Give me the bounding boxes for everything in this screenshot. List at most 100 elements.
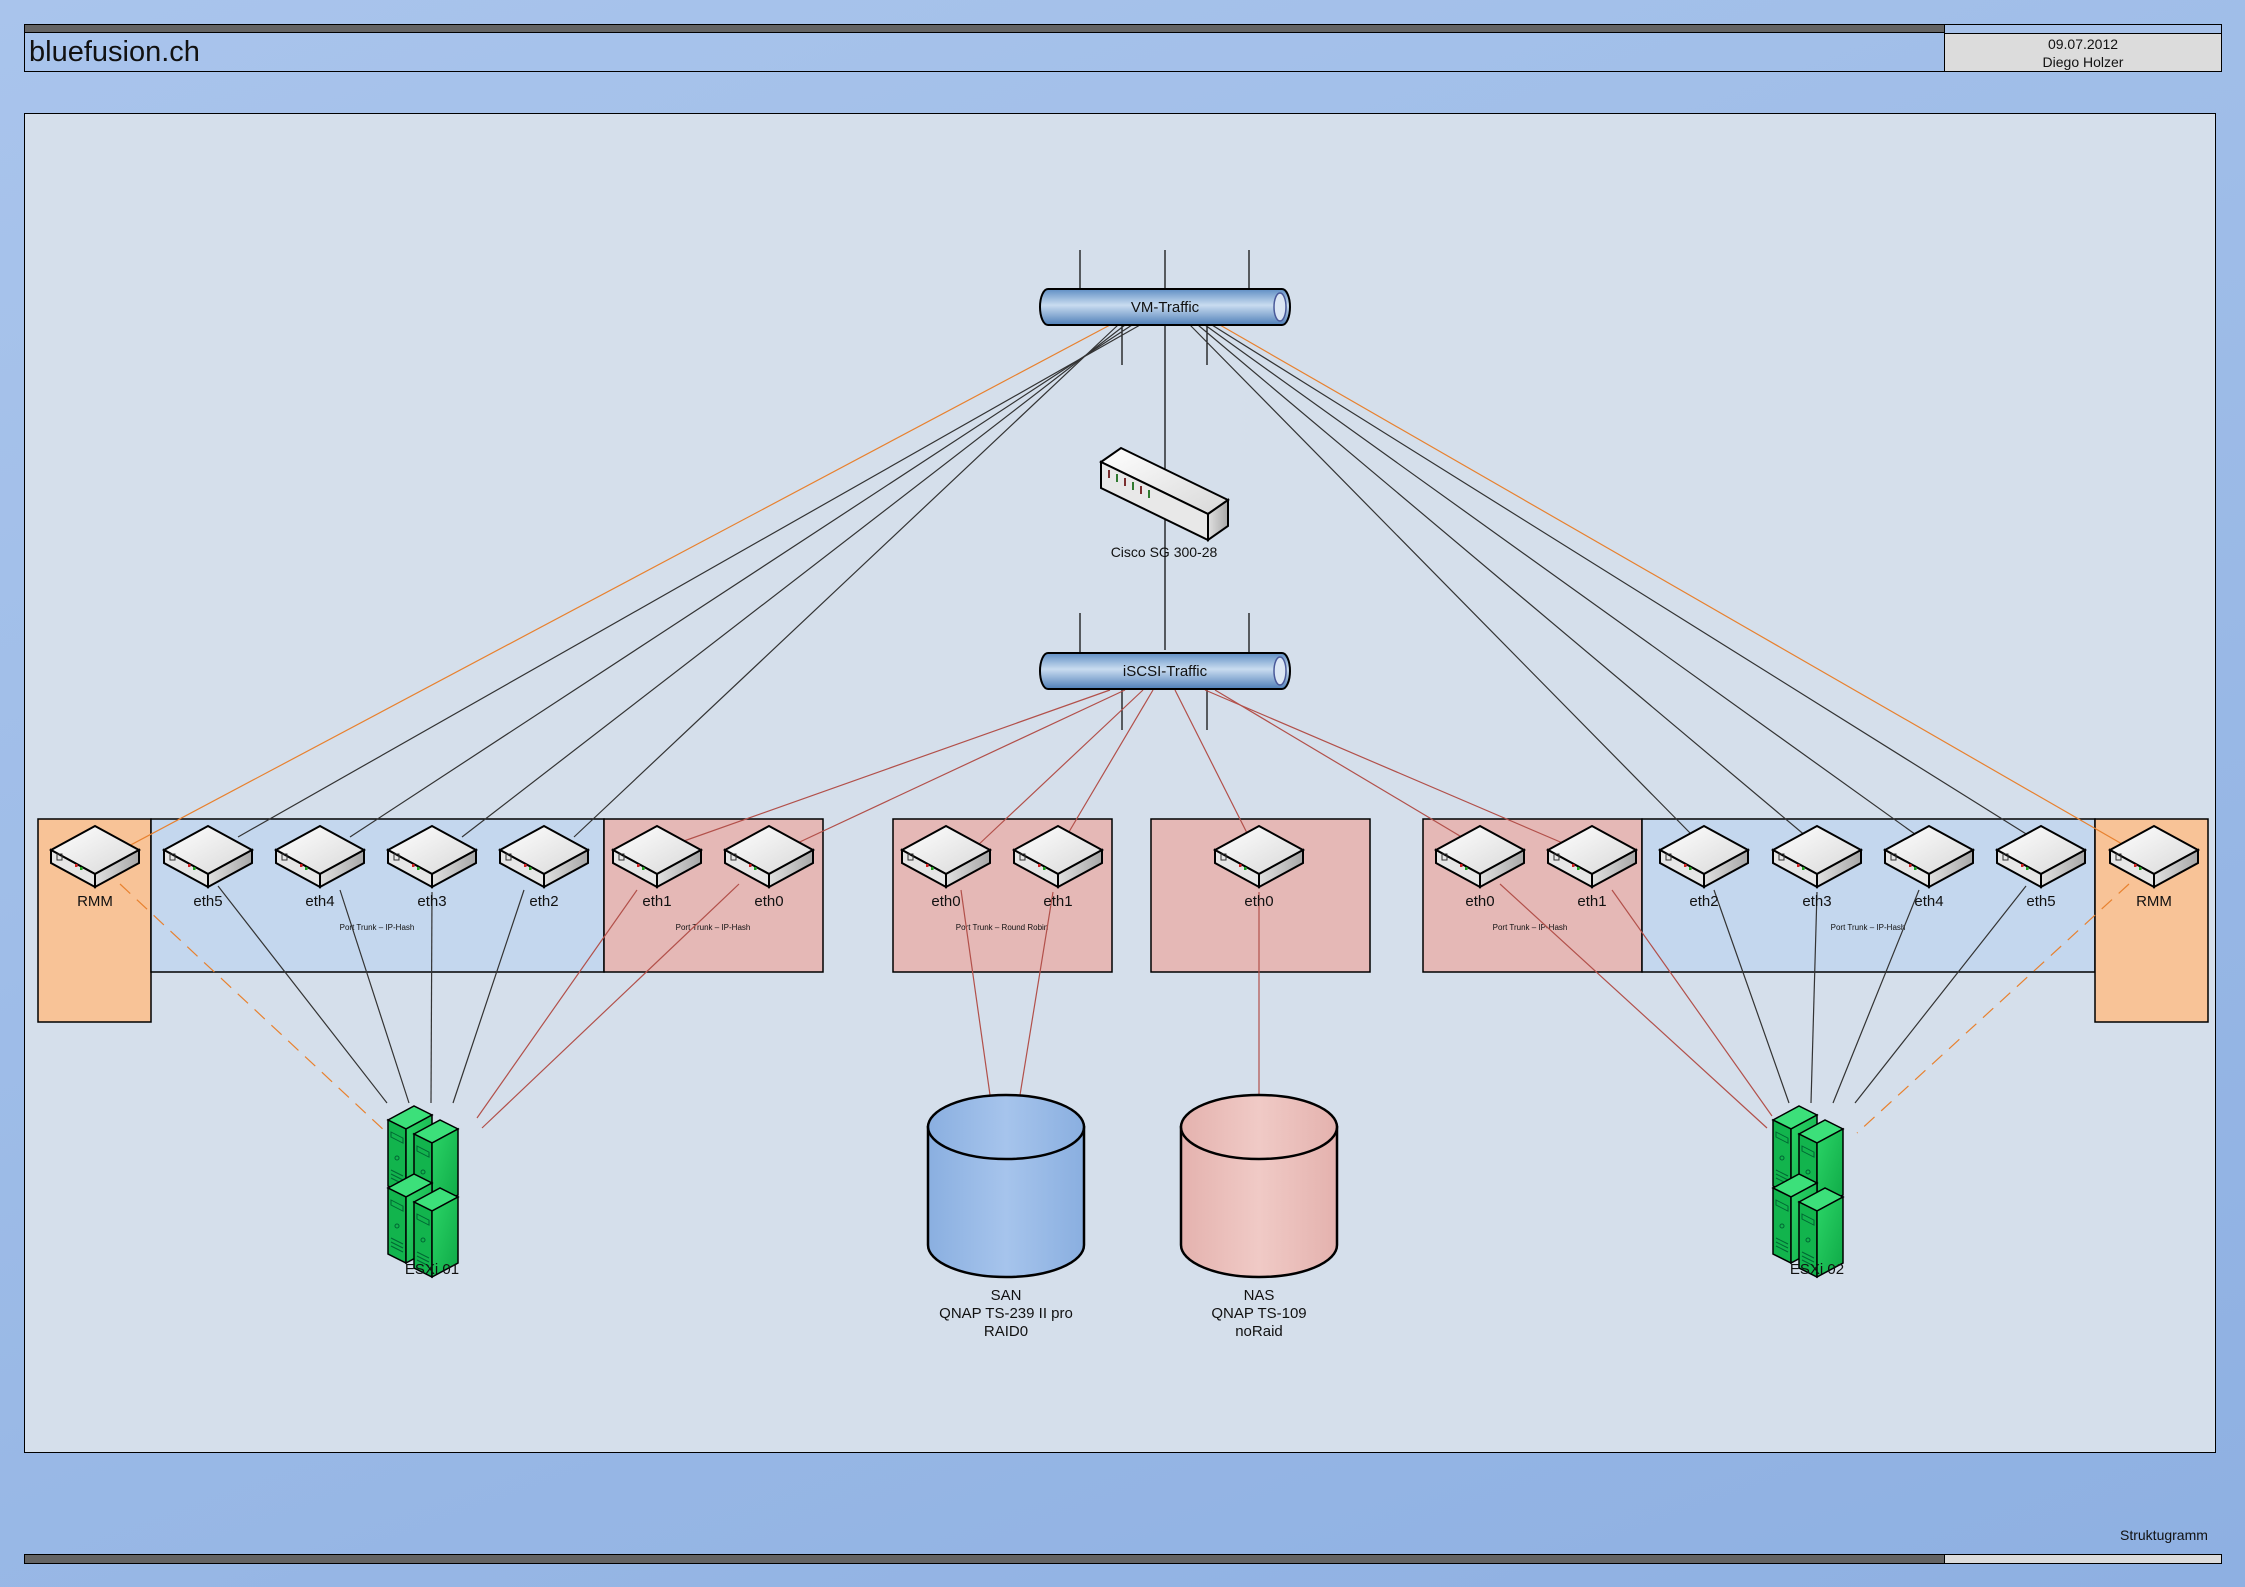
nic-led-red [1038,864,1041,867]
nic-esxi02-3 [1770,824,1864,889]
server-button [394,1155,400,1161]
nic-led-green [1802,867,1805,870]
nic-led-green [529,867,532,870]
server-vent [416,1259,430,1267]
nic-port [1890,853,1897,861]
server-vent [390,1173,404,1181]
nic-led-red [2134,864,2137,867]
server-bay [416,1145,430,1158]
server-vent [1775,1173,1789,1181]
vm-traffic-line [1197,324,1808,838]
nic-led-green [2026,867,2029,870]
nic-san-0 [899,824,993,889]
server-side [1816,1195,1844,1279]
esxi01-vm-link [430,891,433,1104]
vm-traffic-line [1189,324,1695,838]
nic-port [1778,853,1785,861]
nic-label: eth3 [417,893,446,910]
nic-port [505,853,512,861]
vm-traffic-line [349,324,1133,838]
nic-port [2115,853,2122,861]
nic-led-green [1244,867,1247,870]
nic-led-red [1239,864,1242,867]
nic-label: eth2 [1689,893,1718,910]
esxi01-server-icon [386,1105,460,1279]
nic-port [393,853,400,861]
nic-led-red [926,864,929,867]
nic-led-red [188,864,191,867]
server-bay [390,1199,404,1212]
server-front [387,1186,407,1265]
nic-port [907,853,914,861]
esxi02-server-icon-label: ESXi 02 [1790,1261,1844,1278]
nic-led-green [1914,867,1917,870]
esxi02-iscsi-link [1611,889,1773,1117]
nic-label: eth0 [1244,893,1273,910]
san-storage-icon-rim [927,1126,1085,1160]
nas-storage-icon [1179,1093,1339,1279]
nic-led-red [412,864,415,867]
server-button [394,1223,400,1229]
nic-port [56,853,63,861]
nic-esxi02-0 [1433,824,1527,889]
nic-port [281,853,288,861]
vm-traffic-line [461,324,1126,838]
nic-led-red [2021,864,2024,867]
nic-led-green [754,867,757,870]
server-vent [390,1169,404,1177]
server-vent [1801,1251,1815,1259]
esxi02-vm-link [1854,885,2027,1104]
san-link [1019,891,1054,1096]
vm-traffic-bus: VM-Traffic [1039,288,1291,326]
trunk-label-esxi01-iscsi: Port Trunk – IP-Hash [676,923,751,932]
nic-port [1665,853,1672,861]
rmm-line [124,324,1111,849]
nic-led-red [1572,864,1575,867]
nic-led-green [193,867,196,870]
nic-esxi02-5 [1994,824,2088,889]
nic-side [1816,848,1862,889]
server-vent [1775,1237,1789,1245]
esxi02-iscsi-link [1499,883,1768,1129]
server-vent [416,1255,430,1263]
switch-port-led [1124,478,1126,486]
nic-led-green [417,867,420,870]
esxi02-vm-link [1713,889,1790,1104]
nic-side [1479,848,1525,889]
server-button [420,1169,426,1175]
nic-led-green [931,867,934,870]
nic-led-green [1465,867,1468,870]
iscsi-traffic-line [1204,689,1573,848]
esxi01-rmm-link [119,883,388,1134]
nic-label: eth4 [305,893,334,910]
server-vent [1801,1259,1815,1267]
nic-port [1019,853,1026,861]
nic-side [2040,848,2086,889]
nic-label: eth5 [193,893,222,910]
nic-side [207,848,253,889]
nic-side [1057,848,1103,889]
esxi01-iscsi-link [476,889,638,1119]
san-storage-icon [926,1093,1086,1279]
switch-icon [1099,446,1230,542]
nic-led-red [1797,864,1800,867]
server-vent [1775,1245,1789,1253]
nic-led-red [637,864,640,867]
server-vent [416,1251,430,1259]
nic-label: eth1 [1043,893,1072,910]
nas-storage-icon-label-0: NAS [1244,1287,1275,1304]
server-bay [1775,1131,1789,1144]
vm-traffic-bus-label: VM-Traffic [1131,299,1200,316]
nic-label: eth3 [1802,893,1831,910]
nic-led-green [1689,867,1692,870]
server-button [1805,1169,1811,1175]
iscsi-traffic-bus: iSCSI-Traffic [1039,652,1291,690]
vm-traffic-line [1211,324,2032,838]
esxi01-vm-link [339,889,410,1104]
nic-led-red [1684,864,1687,867]
nic-led-green [642,867,645,870]
san-storage-icon-label-0: SAN [991,1287,1022,1304]
nas-storage-icon-body [1179,1125,1339,1279]
iscsi-traffic-bus-body [1039,652,1291,690]
